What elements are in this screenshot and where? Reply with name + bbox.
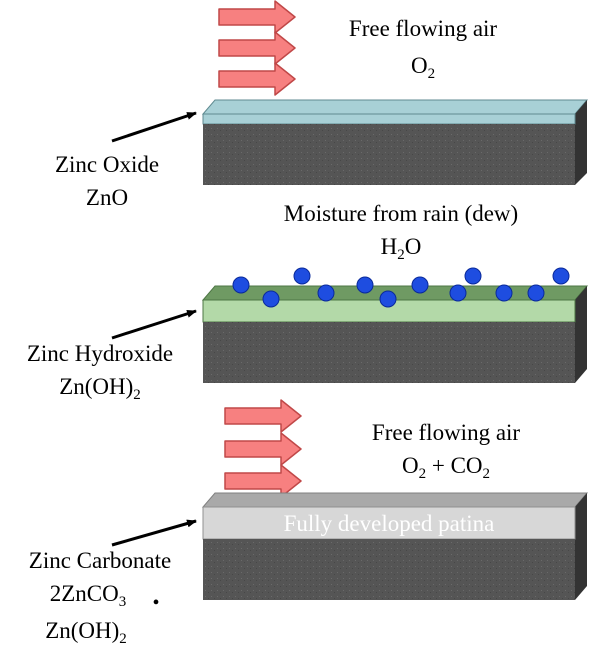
panel-2-zinc-hydroxide: Moisture from rain (dew) H2O Zinc Hydrox… (27, 201, 589, 403)
water-droplets (232, 267, 570, 308)
zinc-slab (201, 285, 589, 383)
zinc-base (203, 539, 575, 600)
callout-arrow (111, 111, 197, 143)
panel-1-title: Free flowing air (349, 16, 498, 41)
oxide-film (202, 113, 576, 125)
droplet-icon (379, 290, 397, 308)
panel-1-zinc-oxide: Free flowing air O2 Zinc Oxide ZnO (55, 0, 589, 210)
droplet-icon (262, 290, 280, 308)
droplet-icon (232, 276, 250, 294)
callout-name: Zinc Oxide (55, 152, 159, 177)
air-flow-arrows (224, 399, 302, 498)
zinc-slab (201, 99, 589, 185)
panel-3-zinc-carbonate: Free flowing air O2 + CO2 Fully develope… (29, 399, 589, 647)
patina-label: Fully developed patina (284, 511, 495, 536)
air-flow-arrows (218, 0, 296, 96)
droplet-icon (317, 284, 335, 302)
air-arrow-icon (224, 432, 302, 466)
droplet-icon (495, 284, 513, 302)
droplet-icon (356, 276, 374, 294)
zinc-base (203, 124, 575, 185)
panel-3-title: Free flowing air (372, 420, 521, 445)
air-arrow-icon (218, 0, 296, 34)
panel-2-formula: H2O (381, 234, 422, 263)
droplet-icon (449, 284, 467, 302)
droplet-icon (411, 276, 429, 294)
droplet-icon (464, 267, 482, 285)
callout-name: Zinc Carbonate (29, 548, 171, 573)
zinc-base (203, 322, 575, 383)
callout-name: Zinc Hydroxide (27, 341, 173, 366)
callout-formula-line-2: Zn(OH)2 (45, 618, 127, 647)
callout-formula: ZnO (86, 185, 128, 210)
panel-1-formula: O2 (411, 53, 435, 82)
patina-top (201, 492, 589, 508)
panel-2-title: Moisture from rain (dew) (284, 201, 518, 226)
slab-side (575, 493, 587, 600)
zinc-slab (201, 492, 589, 600)
droplet-icon (552, 267, 570, 285)
panel-3-formula: O2 + CO2 (402, 453, 490, 482)
callout-formula: Zn(OH)2 (59, 374, 141, 403)
air-arrow-icon (224, 399, 302, 433)
droplet-icon (293, 267, 311, 285)
air-arrow-icon (218, 31, 296, 65)
callout-arrow (111, 309, 197, 340)
slab-side (575, 100, 587, 185)
air-arrow-icon (224, 464, 302, 498)
callout-formula-dot: • (152, 592, 159, 614)
air-arrow-icon (218, 62, 296, 96)
callout-arrow (111, 519, 197, 547)
slab-side (575, 286, 587, 383)
oxide-film-top (201, 99, 589, 115)
callout-formula-line-1: 2ZnCO3 (50, 581, 127, 610)
droplet-icon (527, 284, 545, 302)
